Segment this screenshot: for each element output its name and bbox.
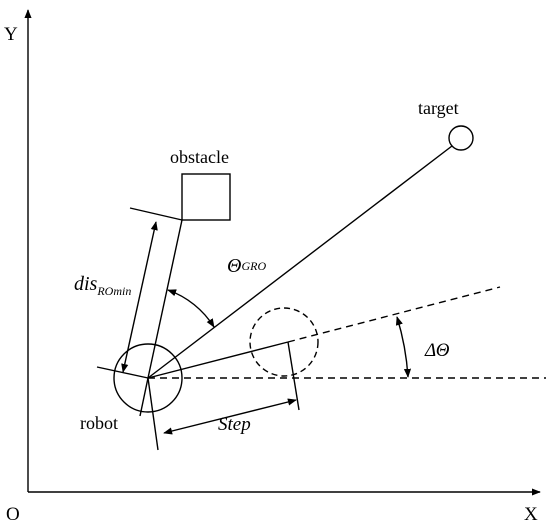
dis-extension-top: [129, 207, 183, 221]
x-axis-label: X: [524, 504, 538, 525]
obstacle-line-extension: [139, 377, 149, 417]
robot-label: robot: [80, 413, 118, 433]
target-circle: [448, 125, 474, 151]
theta-gro-label: ΘGRO: [227, 255, 266, 277]
delta-theta-label: ΔΘ: [424, 340, 450, 361]
step-extension-end: [287, 341, 300, 411]
step-label: Step: [218, 414, 251, 435]
step-line: [147, 341, 289, 379]
step-dimension-arrow: [163, 398, 297, 435]
obstacle-label: obstacle: [170, 147, 229, 167]
dis-extension-bottom: [96, 366, 149, 379]
obstacle-box: [181, 173, 231, 221]
dis-dimension-arrow: [121, 221, 158, 373]
heading-dashed-line: [287, 286, 501, 343]
robot-target-line: [147, 145, 453, 379]
robot-obstacle-line: [147, 219, 183, 379]
delta-theta-arc: [395, 316, 412, 378]
theta-gro-arc: [167, 289, 215, 328]
step-extension-start: [147, 377, 159, 451]
origin-label: O: [6, 504, 20, 525]
next-position-circle: [249, 307, 319, 377]
dis-label: disROmin: [74, 273, 131, 298]
y-axis-label: Y: [4, 24, 18, 45]
target-label: target: [418, 98, 459, 118]
